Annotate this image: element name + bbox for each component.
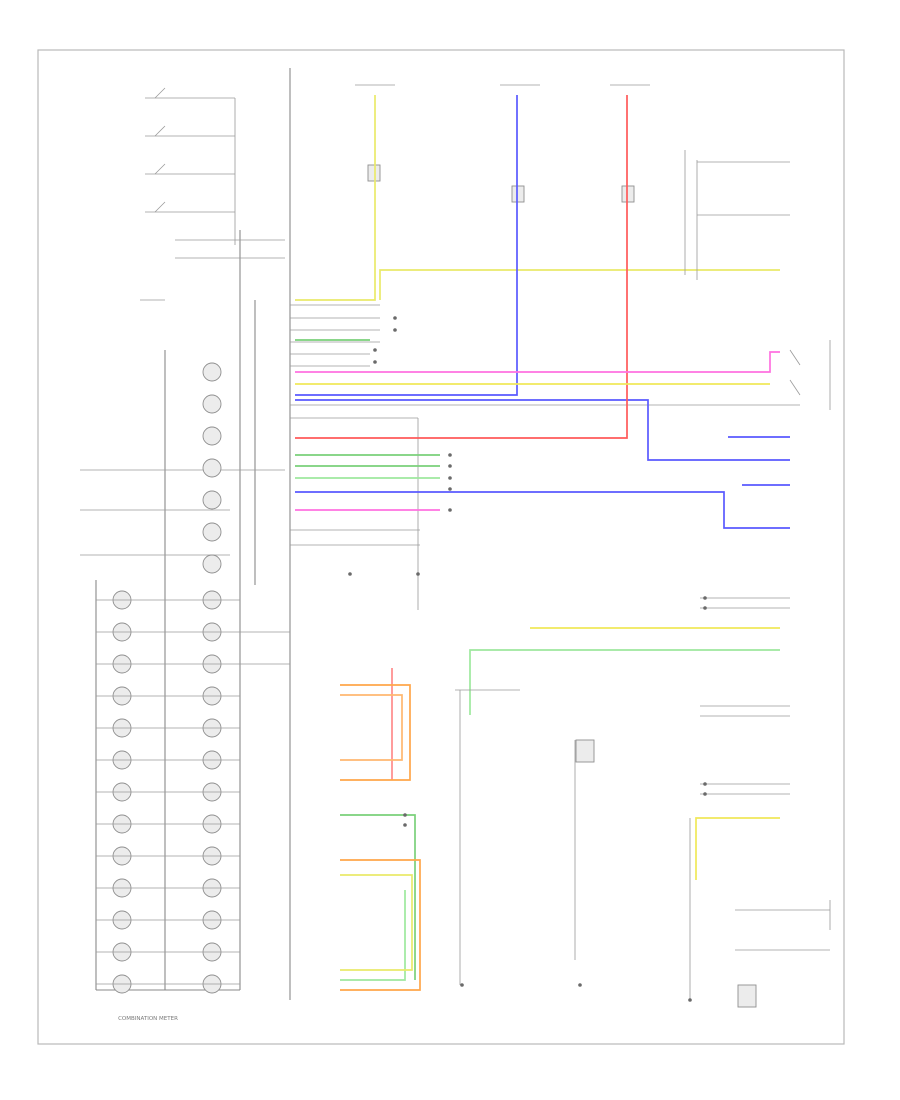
wire-yellow	[695, 817, 780, 880]
indicator-lamp	[202, 426, 222, 446]
wire-red	[295, 95, 628, 439]
diagram-caption: COMBINATION METER	[118, 1016, 178, 1022]
wire-orange	[340, 859, 421, 991]
wire-yellow	[295, 95, 376, 301]
left-switches	[80, 87, 285, 556]
wire-blue	[295, 491, 790, 529]
wire-orange	[340, 684, 411, 781]
right-components	[455, 150, 831, 1008]
wire-pink	[295, 351, 780, 373]
lamp-column-right	[202, 362, 222, 994]
junction-dots	[348, 316, 707, 1002]
wire-blue	[295, 399, 790, 461]
indicator-lamp	[202, 490, 222, 510]
indicator-lamp	[202, 458, 222, 478]
indicator-lamp	[202, 522, 222, 542]
main-connector-pins	[290, 304, 800, 610]
wire-yellow	[340, 874, 413, 971]
indicator-lamp	[202, 554, 222, 574]
wire-green	[340, 814, 416, 980]
indicator-lamp	[202, 394, 222, 414]
top-fuse-blocks	[355, 84, 650, 203]
wire-green	[340, 890, 406, 981]
wire-yellow	[379, 269, 780, 300]
colored-wires	[295, 95, 790, 991]
lamp-ladder-rungs	[96, 599, 290, 985]
wire-blue	[295, 95, 518, 396]
indicator-lamp	[202, 362, 222, 382]
diagram-frame	[37, 49, 845, 1045]
wire-orange	[340, 694, 403, 761]
wire-green	[469, 649, 780, 715]
